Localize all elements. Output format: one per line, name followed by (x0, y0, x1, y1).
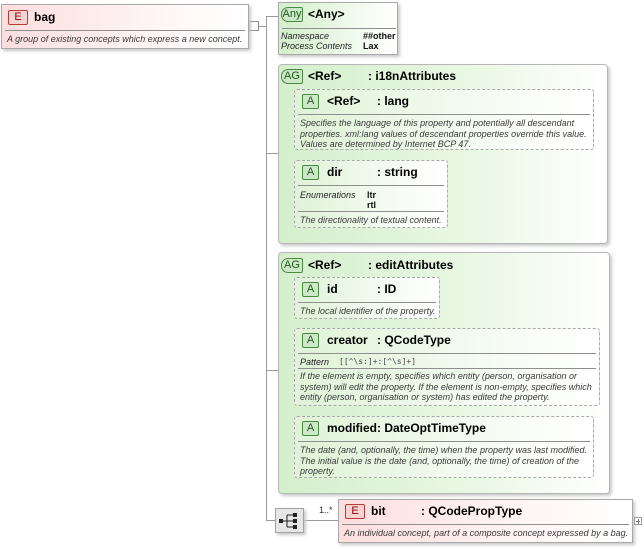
modified-attribute[interactable]: A modified : DateOptTimeType The date (a… (294, 416, 594, 478)
dir-name: dir (327, 165, 343, 179)
bit-element[interactable]: E bit : QCodePropType An individual conc… (338, 499, 633, 543)
lang-name: : lang (377, 94, 409, 108)
any-namespace-value: ##other (363, 31, 396, 41)
bit-name: bit (371, 504, 386, 518)
dir-type: : string (377, 165, 418, 179)
bag-description: A group of existing concepts which expre… (7, 34, 243, 44)
attribute-badge: A (302, 333, 319, 348)
connector-edit (266, 370, 278, 371)
bag-separator (5, 30, 245, 31)
connector-bit (304, 520, 338, 521)
lang-separator (298, 114, 590, 115)
dir-enum-label: Enumerations (300, 190, 356, 200)
any-process-label: Process Contents (281, 41, 353, 51)
modified-separator (298, 441, 590, 442)
lang-description: Specifies the language of this property … (300, 118, 587, 149)
lang-ref: <Ref> (327, 94, 361, 108)
bag-expander[interactable] (249, 21, 259, 31)
attribute-badge: A (302, 282, 319, 297)
i18n-badge: AG (281, 69, 303, 84)
id-type: : ID (377, 282, 397, 296)
creator-name: creator (327, 333, 368, 347)
dir-description: The directionality of textual content. (300, 215, 442, 225)
bit-expander-plus-v (638, 519, 639, 524)
dir-separator (298, 185, 444, 186)
sequence-icon (279, 513, 297, 529)
id-description: The local identifier of the property. (300, 306, 436, 316)
creator-attribute[interactable]: A creator : QCodeType Pattern [[^\s:]+:[… (294, 328, 600, 406)
modified-type: : DateOptTimeType (377, 421, 486, 435)
any-separator (282, 28, 396, 29)
any-namespace-label: Namespace (281, 31, 330, 41)
bit-cardinality: 1..* (319, 505, 333, 515)
element-badge: E (8, 10, 28, 25)
element-badge: E (345, 504, 365, 519)
i18n-name: : i18nAttributes (368, 69, 457, 83)
id-separator (298, 302, 436, 303)
creator-type: : QCodeType (377, 333, 451, 347)
any-wildcard[interactable]: Any <Any> Namespace ##other Process Cont… (278, 2, 398, 55)
connector-i18n (266, 153, 278, 154)
id-attribute[interactable]: A id : ID The local identifier of the pr… (294, 277, 440, 319)
sequence-compositor[interactable] (275, 508, 304, 533)
creator-pattern-value: [[^\s:]+:[^\s]+] (339, 357, 417, 366)
any-badge: Any (281, 7, 303, 22)
edit-name: : editAttributes (368, 258, 454, 272)
lang-attribute[interactable]: A <Ref> : lang Specifies the language of… (294, 89, 594, 150)
any-process-value: Lax (363, 41, 379, 51)
creator-description: If the element is empty, specifies which… (300, 371, 592, 402)
creator-separator (298, 353, 596, 354)
bag-element[interactable]: E bag A group of existing concepts which… (1, 4, 249, 49)
connector-seq (266, 520, 275, 521)
attribute-badge: A (302, 421, 319, 436)
modified-description: The date (and, optionally, the time) whe… (300, 445, 587, 476)
bag-name: bag (34, 10, 56, 24)
modified-name: modified (327, 421, 377, 435)
any-name: <Any> (308, 7, 345, 21)
bit-type: : QCodePropType (421, 504, 523, 518)
bit-description: An individual concept, part of a composi… (344, 528, 629, 538)
creator-separator-2 (298, 368, 596, 369)
connector-trunk (266, 16, 267, 521)
edit-ref: <Ref> (308, 258, 342, 272)
dir-enum-ltr: ltr (367, 190, 376, 200)
bit-separator (342, 524, 629, 525)
edit-badge: AG (281, 258, 303, 273)
creator-pattern-label: Pattern (300, 357, 330, 367)
dir-enum-rtl: rtl (367, 200, 376, 210)
i18n-ref: <Ref> (308, 69, 342, 83)
dir-separator-2 (298, 211, 444, 212)
attribute-badge: A (302, 94, 319, 109)
dir-attribute[interactable]: A dir : string Enumerations ltr rtl The … (294, 160, 448, 228)
attribute-badge: A (302, 165, 319, 180)
connector-any (266, 16, 278, 17)
id-name: id (327, 282, 338, 296)
